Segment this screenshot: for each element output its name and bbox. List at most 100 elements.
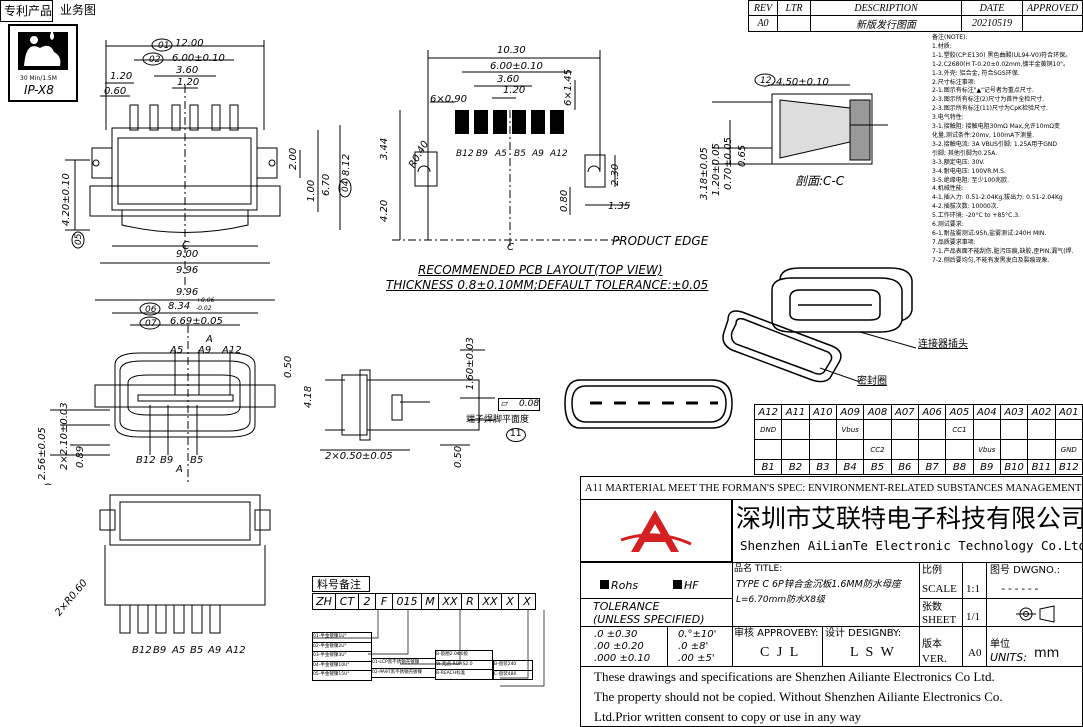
dim-6: 6.00±0.10 [172,53,225,64]
front-pin-a9: A9 [198,345,212,356]
front-pin-b5: B5 [190,455,204,466]
note-line: 2-3.图示所有标注(11)尺寸为CpK检验尺寸. [932,105,1048,113]
note-line: 7-1.产品表面不能刮伤,脏污压痕,缺胶,歪PIN,漏气(焊. [932,247,1074,255]
flatness-frame: ⏥ 0.08 [498,398,540,411]
front-pin-a5: A5 [170,345,184,356]
front-pin-b9: B9 [160,455,174,466]
dim-0.6: 0.60 [104,86,127,97]
note-line: 7.品质要求事项: [932,238,976,246]
note-line: 2.尺寸标注事项: [932,78,976,86]
svg-text:C: C [182,239,190,252]
tol-angle-1: 0.°±10' [678,629,717,640]
pcb-dim-4.2: 4.20 [379,199,390,222]
pcb-dim-0.8: 0.80 [559,189,570,212]
part-code-legend-2: 01-LCP黑不锈钢壳镀镍 02-PA9T黑不锈钢壳镀镍 [371,658,436,679]
pin-cell: B11 [1027,459,1056,475]
pin-cell [808,439,837,460]
note-line: 3-4.耐电电压: 100VR.M.S. [932,167,1006,175]
ltr-header: LTR [777,0,811,16]
note-line: 4.机械性能: [932,185,964,193]
unit-label-en: UNITS: [990,651,1027,664]
tolerance-title: TOLERANCE [593,600,660,613]
balloon-11-text: 11 [510,429,522,439]
connector-3d-view [722,267,917,383]
pin-cell [808,419,837,440]
balloon-11: 11 [506,428,526,442]
section-dim-1.2: 1.20±0.05 [711,143,722,196]
patent-tab: 专利产品 [0,0,53,22]
dwg-value: ------ [1000,582,1040,595]
balloon-04: 04 [341,180,351,192]
balloon-02: 02 [149,55,161,65]
note-line: 1-1.塑胶(CP:E130) 黑色曲酸(UL94-V0)符合环保。 [932,51,1072,59]
section-letter-bottom: A [176,464,183,475]
dim-3.6: 3.60 [176,65,199,76]
pin-cell [1027,419,1056,440]
note-line: 4-1.插入力: 0.51-2.04Kg,拔出力: 0.51-2.04Kg [932,194,1063,202]
front-dim-2x2.1: 2×2.10±0.03 [59,402,70,470]
flatness-note: 端子焊脚平面度 [466,415,530,425]
part-code-cell: R [461,593,479,610]
pin-cell: A02 [1027,404,1056,420]
hf-checkbox [673,580,682,589]
front-dim-8.34-tol-minus: -0.02 [196,305,212,312]
seal-callout: 密封圈 [857,376,887,387]
pcb-layout-drawing: C [392,50,630,253]
side-dim-2x0.5: 2×0.50±0.05 [325,451,393,462]
front-dim-9.96: 9.96 [176,287,199,298]
pcb-dim-1.2: 1.20 [503,85,526,96]
pin-cell: DND [753,419,783,440]
pin-cell: A07 [890,404,919,420]
pin-cell [972,419,1001,440]
legend-item: 01-半金镀镍1U" [313,633,371,643]
pin-cell: Vbus [835,419,865,440]
section-cc-label: 剖面:C-C [795,174,845,188]
part-code-legend-3: B-胶圈2.0Ф0胶 W-无卤-ROHS2.0 B-REACH标准 [435,650,493,680]
note-line: 2-1.图示有标注"▲"记号者为重点尺寸. [932,87,1034,95]
note-line: 1-3.外壳: 铝合金, 符合SGS环保. [932,69,1020,77]
pin-cell [945,439,974,460]
ver-value: A0 [968,647,982,659]
pin-cell [1054,419,1083,440]
pin-cell [917,439,947,460]
pin-cell: A09 [835,404,865,420]
end-view-drawing [564,379,733,429]
pcb-pin-label: B12 [456,149,474,159]
pcb-dim-1.35: 1.35 [608,201,631,212]
bottom-pin-a9: A9 [208,645,222,656]
front-dim-8.34: 8.34 [168,301,191,312]
legend-item: C-盘装480 [494,671,532,681]
plug-callout: 连接器插头 [918,339,968,350]
hf-label: HF [684,579,699,592]
approve-value: C J L [760,645,801,660]
part-code-cell: ZH [312,593,336,610]
ltr-cell [777,15,811,32]
unit-label-cn: 单位 [990,639,1010,650]
pcb-dim-3.6: 3.60 [497,74,520,85]
date-header: DATE [961,0,1023,16]
pin-cell: B12 [1054,459,1083,475]
front-pin-b12: B12 [136,455,156,466]
bottom-pin-a12: A12 [226,645,246,656]
note-line: 3-1.接触阻: 接触电阻30mΩ Max,允许10mΩ变 [932,123,1060,131]
notes-block: 备注(NOTE): 1.材质: 1-1.塑胶(CP:E130) 黑色曲酸(UL9… [932,34,1082,266]
tol-angle-2: .0 ±8' [678,641,709,652]
ver-label-en: VER. [922,653,947,665]
pin-cell: B3 [808,459,837,475]
bottom-pin-a5: A5 [172,645,186,656]
pin-cell [753,439,783,460]
tol-linear-3: .000 ±0.10 [594,653,651,664]
part-code-table: ZH CT 2 F 015 M XX R XX X X [312,593,536,610]
note-line: 备注(NOTE): [932,34,968,41]
side-view-drawing [320,349,495,451]
pcb-dim-3.44: 3.44 [379,137,390,160]
dim-12: 12.00 [175,38,204,49]
section-cc-drawing: 12 [712,73,888,165]
legend-item: B-胶圈2.0Ф0胶 [436,651,492,661]
legend-item: 02-半金镀镍2U" [313,643,371,653]
pin-cell: B9 [972,459,1001,475]
design-label: 设计 DESIGNBY: [825,628,902,639]
tol-linear-1: .0 ±0.30 [594,629,638,640]
legend-item: 02-PA9T黑不锈钢壳镀镍 [372,669,435,679]
part-code-cell: X [518,593,536,610]
